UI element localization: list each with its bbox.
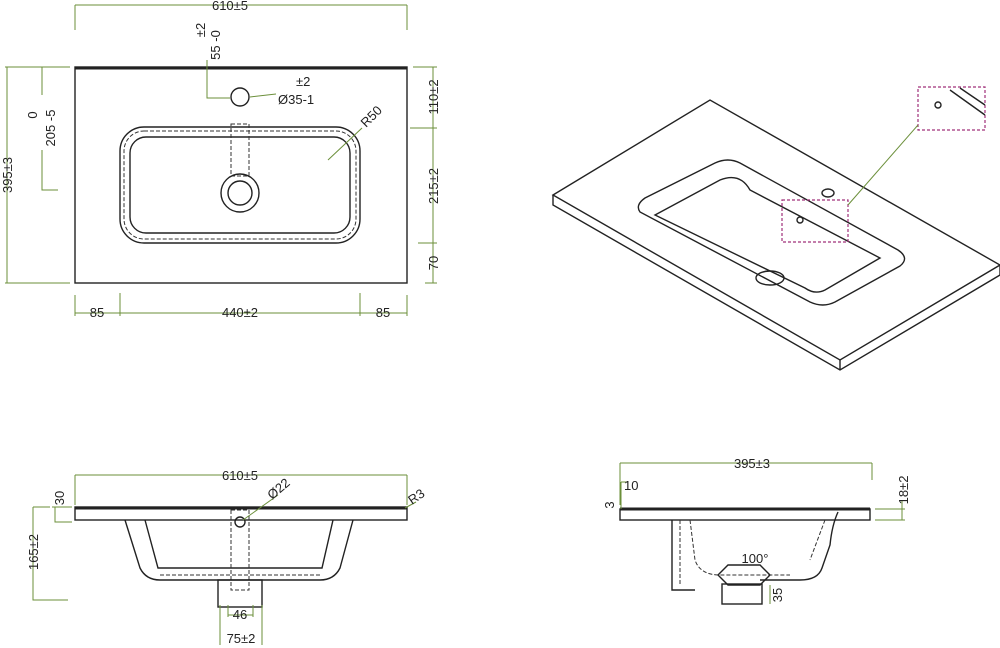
iso-drain <box>755 270 785 286</box>
drain-inner <box>227 180 253 206</box>
dim-bottom-mid: 440±2 <box>222 305 258 320</box>
dim-edge-radius: R3 <box>405 486 427 508</box>
front-bowl <box>124 519 354 581</box>
dim-tap-tol: ±2 <box>193 23 208 37</box>
dim-drain-h: 35 <box>770 588 785 602</box>
dim-tap-offset: 55 -0 <box>208 30 223 60</box>
dim-lip-t: 3 <box>602 501 617 508</box>
front-dimensions: 610±5 30 165±2 Ø22 R3 46 75±2 <box>26 468 427 646</box>
dim-radius: R50 <box>358 103 385 130</box>
front-view: 610±5 30 165±2 Ø22 R3 46 75±2 <box>26 468 427 646</box>
dim-angle: 100° <box>742 551 769 566</box>
dim-front-width: 610±5 <box>222 468 258 483</box>
iso-basin-inner <box>653 176 882 293</box>
dim-right-3: 70 <box>426 256 441 270</box>
dim-drain-inner: 46 <box>233 607 247 622</box>
iso-slab-edge <box>552 195 1000 371</box>
dim-hole-tol: ±2 <box>296 74 310 89</box>
iso-basin-rim <box>637 159 906 306</box>
dim-right-1: 110±2 <box>426 79 441 114</box>
front-overflow <box>230 509 250 591</box>
top-dimensions: 610±5 ±2 55 -0 ±2 Ø35-1 R50 395±3 0 205 … <box>0 0 441 320</box>
countertop-outline <box>74 66 408 284</box>
dim-slab: 30 <box>52 491 67 505</box>
dim-basin-depth: 205 -5 <box>43 110 58 147</box>
overflow-channel <box>230 123 250 177</box>
side-bowl <box>671 511 839 591</box>
drain-outer <box>220 173 260 213</box>
basin-hidden <box>123 130 357 240</box>
side-drain <box>721 583 763 605</box>
dim-drain-outer: 75±2 <box>227 631 256 646</box>
iso-top <box>551 99 1000 361</box>
basin-inner <box>129 136 351 234</box>
side-view: 395±3 10 3 18±2 100° 35 <box>602 456 911 605</box>
dim-zero: 0 <box>25 111 40 118</box>
dim-depth: 395±3 <box>0 157 15 193</box>
side-drain-angle <box>717 564 771 586</box>
dim-width: 610±5 <box>212 0 248 13</box>
dim-bottom-right: 85 <box>376 305 390 320</box>
tap-hole <box>230 87 250 107</box>
side-dimensions: 395±3 10 3 18±2 100° 35 <box>602 456 911 604</box>
top-view: 610±5 ±2 55 -0 ±2 Ø35-1 R50 395±3 0 205 … <box>0 0 441 320</box>
dim-height: 165±2 <box>26 534 41 570</box>
dim-side-depth: 395±3 <box>734 456 770 471</box>
isometric-view <box>551 86 1000 371</box>
dim-bottom-left: 85 <box>90 305 104 320</box>
basin-outer <box>119 126 361 244</box>
dim-right-2: 215±2 <box>426 168 441 204</box>
front-drain <box>217 579 263 608</box>
iso-tap-hole <box>821 188 835 198</box>
dim-hole-dia: Ø35-1 <box>278 92 314 107</box>
dim-overflow-dia: Ø22 <box>264 475 292 502</box>
dim-thickness: 18±2 <box>896 476 911 505</box>
side-slab <box>619 508 871 521</box>
detail-marker <box>781 199 849 243</box>
dim-lip: 10 <box>624 478 638 493</box>
